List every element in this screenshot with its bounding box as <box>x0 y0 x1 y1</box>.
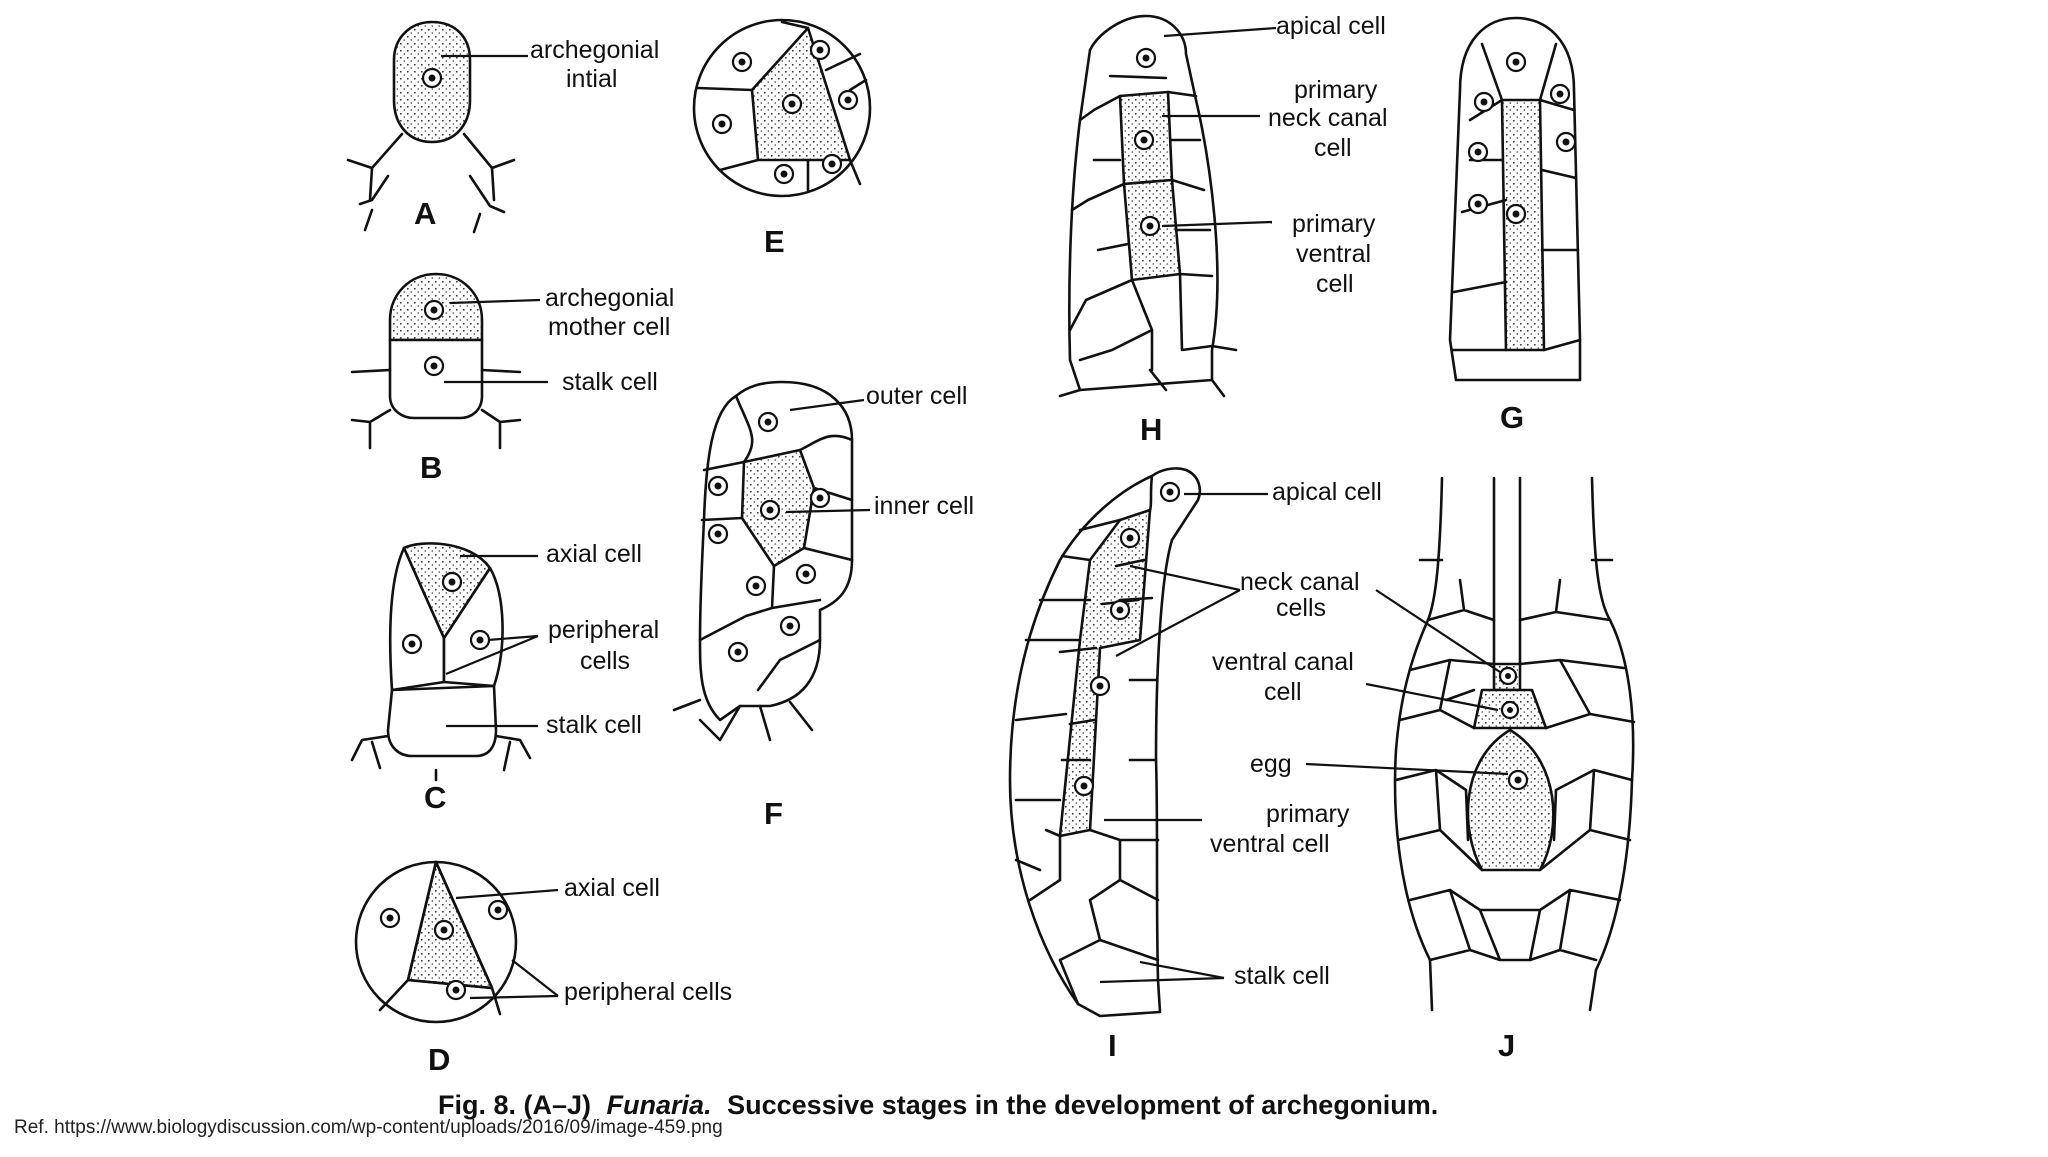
panel-f: outer cell inner cell F <box>672 380 974 831</box>
panel-letter-d: D <box>428 1042 450 1077</box>
label-primary-h1: primary <box>1294 76 1378 104</box>
nucleolus <box>428 74 436 82</box>
label-inner-cell: inner cell <box>874 492 974 520</box>
label-egg: egg <box>1250 750 1292 778</box>
label-axial-cell-c: axial cell <box>546 540 642 568</box>
panel-e: E <box>692 18 872 259</box>
label-ventral-canal: ventral canal <box>1212 648 1354 676</box>
label-archegonial-b: archegonial <box>545 284 674 312</box>
panel-i: apical cell neck canal cells primary ven… <box>1008 467 1382 1063</box>
panel-b: archegonial mother cell stalk cell B <box>350 272 674 485</box>
label-cell-h2: cell <box>1316 270 1354 298</box>
panel-a-stalk-lines <box>346 132 516 234</box>
panel-letter-j: J <box>1498 1028 1515 1063</box>
panel-c: axial cell peripheral cells stalk cell C <box>350 540 659 815</box>
panel-d: axial cell peripheral cells D <box>354 860 732 1077</box>
label-ventral-h: ventral <box>1296 240 1371 268</box>
label-stalk-cell-b: stalk cell <box>562 368 658 396</box>
panel-b-stalk-lines <box>350 368 522 450</box>
panel-j: ventral canal cell egg J <box>1212 476 1636 1063</box>
panel-g: G <box>1448 16 1582 435</box>
panel-letter-b: B <box>420 450 442 485</box>
label-apical-cell-i: apical cell <box>1272 478 1382 506</box>
label-peripheral-cells-d: peripheral cells <box>564 978 732 1006</box>
label-cells-i: cells <box>1276 594 1326 622</box>
egg-cell <box>1466 728 1555 872</box>
reference-url: Ref. https://www.biologydiscussion.com/w… <box>14 1117 723 1138</box>
panel-letter-e: E <box>764 224 785 259</box>
label-axial-cell-d: axial cell <box>564 874 660 902</box>
label-cell-h1: cell <box>1314 134 1352 162</box>
caption-prefix: Fig. 8. (A–J) <box>438 1090 591 1120</box>
label-cell-j: cell <box>1264 678 1302 706</box>
panel-letter-h: H <box>1140 412 1162 447</box>
label-neck-canal-i: neck canal <box>1240 568 1360 596</box>
panel-letter-f: F <box>764 796 783 831</box>
label-peripheral-c: peripheral <box>548 616 659 644</box>
panel-a: archegonial intial A <box>346 20 659 234</box>
figure-caption: Fig. 8. (A–J) Funaria. Successive stages… <box>438 1090 1438 1120</box>
label-neck-canal: neck canal <box>1268 104 1388 132</box>
panel-letter-g: G <box>1500 400 1524 435</box>
stalk-cell <box>388 338 484 420</box>
axial-row-g <box>1500 98 1546 352</box>
panel-letter-c: C <box>424 780 446 815</box>
label-mother-cell: mother cell <box>548 313 670 341</box>
label-stalk-cell-i: stalk cell <box>1234 962 1330 990</box>
caption-text: Successive stages in the development of … <box>727 1090 1438 1120</box>
panel-letter-i: I <box>1108 1028 1117 1063</box>
label-outer-cell: outer cell <box>866 382 967 410</box>
panel-h: apical cell primary neck canal cell prim… <box>1058 12 1388 447</box>
label-intial: intial <box>566 65 617 93</box>
caption-genus: Funaria. <box>607 1090 712 1120</box>
label-primary-i: primary <box>1266 800 1350 828</box>
panel-j-outer-wall <box>1393 476 1635 1012</box>
label-ventral-cell-i: ventral cell <box>1210 830 1330 858</box>
label-primary-h2: primary <box>1292 210 1376 238</box>
label-apical-cell-h: apical cell <box>1276 12 1386 40</box>
neck-canal-tube <box>1492 476 1522 666</box>
label-stalk-cell-c: stalk cell <box>546 711 642 739</box>
panel-letter-a: A <box>414 196 436 231</box>
label-archegonial: archegonial <box>530 36 659 64</box>
label-cells-c: cells <box>580 647 630 675</box>
stalk-cell-c <box>386 684 498 758</box>
